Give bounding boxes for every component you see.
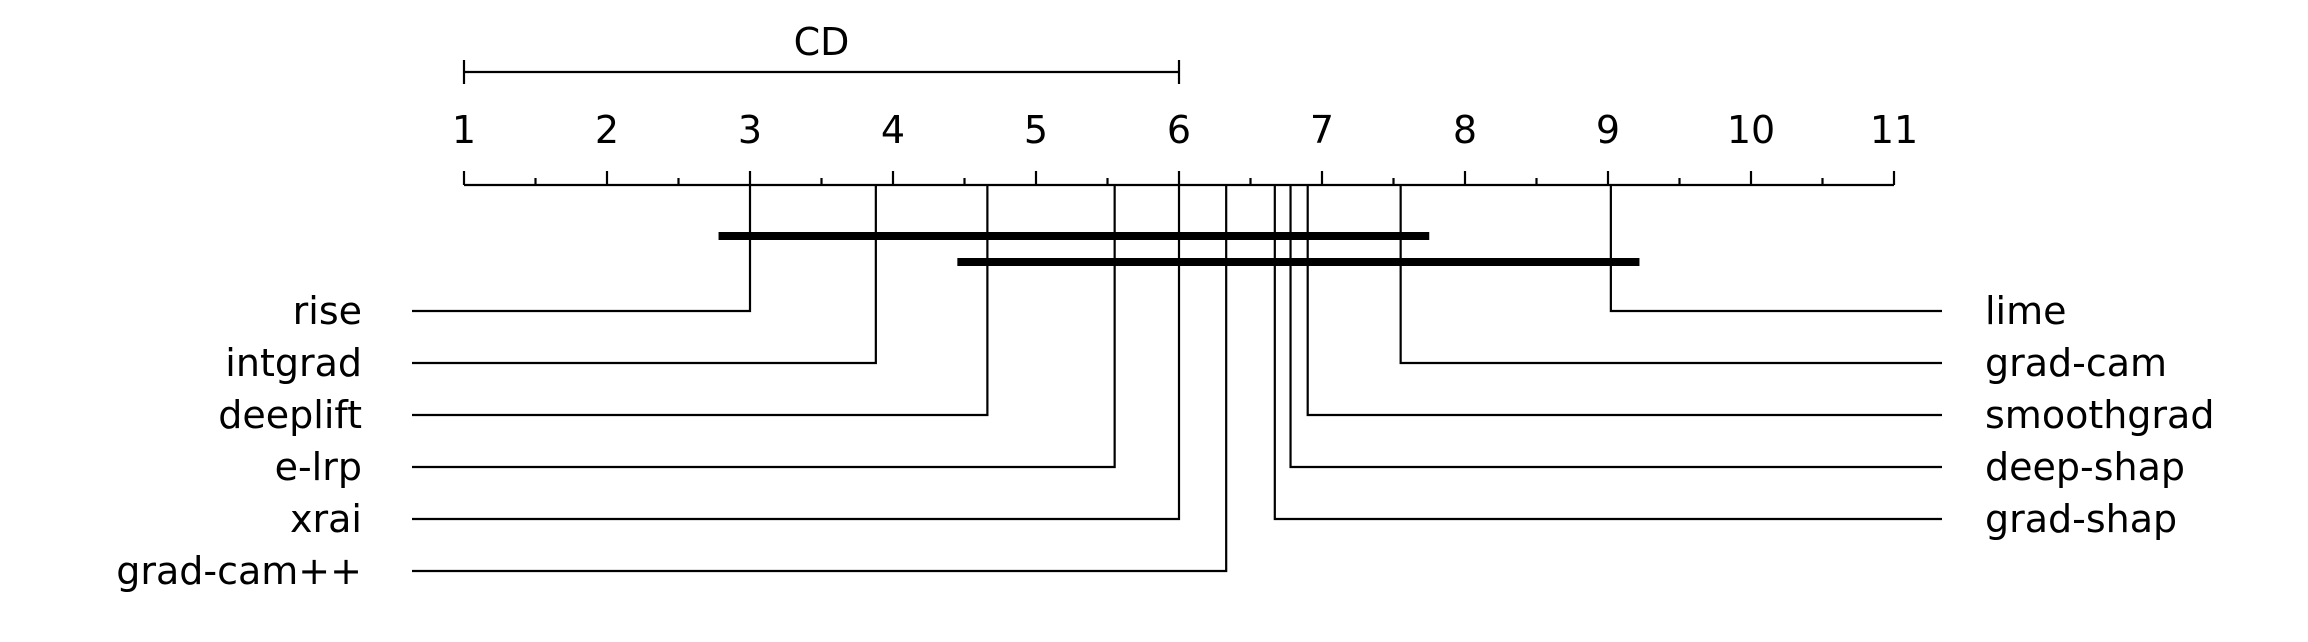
method-connector	[1273, 185, 1942, 521]
axis-tick-label: 10	[1727, 108, 1775, 152]
axis-tick-label: 3	[738, 108, 762, 152]
axis-tick-label: 7	[1310, 108, 1334, 152]
method-connector	[1289, 185, 1942, 469]
axis-tick-label: 6	[1167, 108, 1191, 152]
method-label: lime	[1985, 289, 2067, 333]
method-e-lrp: e-lrp	[275, 185, 1116, 489]
method-rise: rise	[293, 185, 752, 333]
method-connector	[412, 185, 1181, 521]
method-smoothgrad: smoothgrad	[1306, 185, 2214, 437]
method-grad-cam++: grad-cam++	[116, 185, 1228, 593]
method-deeplift: deeplift	[218, 185, 989, 437]
method-label: deep-shap	[1985, 445, 2185, 489]
method-label: grad-cam++	[116, 549, 362, 593]
method-connector	[412, 185, 877, 365]
axis-tick-label: 9	[1596, 108, 1620, 152]
method-label: deeplift	[218, 393, 362, 437]
axis-tick-label: 2	[595, 108, 619, 152]
method-connector	[1609, 185, 1942, 313]
method-label: grad-cam	[1985, 341, 2167, 385]
method-intgrad: intgrad	[225, 185, 877, 385]
rank-axis: 1 2 3 4 5 6 7 8 9 10 11	[452, 108, 1918, 187]
method-connector	[412, 185, 1228, 573]
method-deep-shap: deep-shap	[1289, 185, 2185, 489]
method-connector	[1306, 185, 1942, 417]
clique-bars	[718, 232, 1640, 266]
axis-tick-label: 4	[881, 108, 905, 152]
method-connectors: rise intgrad deeplift e-lrp xrai grad-cam++ li…	[116, 185, 2214, 593]
method-label: e-lrp	[275, 445, 362, 489]
axis-tick-label: 8	[1453, 108, 1477, 152]
method-connector	[412, 185, 989, 417]
method-label: smoothgrad	[1985, 393, 2214, 437]
method-lime: lime	[1609, 185, 2067, 333]
cd-label: CD	[794, 20, 850, 64]
method-xrai: xrai	[290, 185, 1181, 541]
method-connector	[412, 185, 752, 313]
method-connector	[412, 185, 1116, 469]
axis-tick-label: 11	[1870, 108, 1918, 152]
method-grad-cam: grad-cam	[1399, 185, 2167, 385]
method-label: rise	[293, 289, 362, 333]
method-label: xrai	[290, 497, 362, 541]
method-connector	[1399, 185, 1942, 365]
cd-bar-group: CD	[462, 20, 1181, 84]
method-grad-shap: grad-shap	[1273, 185, 2177, 541]
method-label: intgrad	[225, 341, 362, 385]
method-label: grad-shap	[1985, 497, 2177, 541]
axis-tick-label: 5	[1024, 108, 1048, 152]
axis-tick-label: 1	[452, 108, 476, 152]
